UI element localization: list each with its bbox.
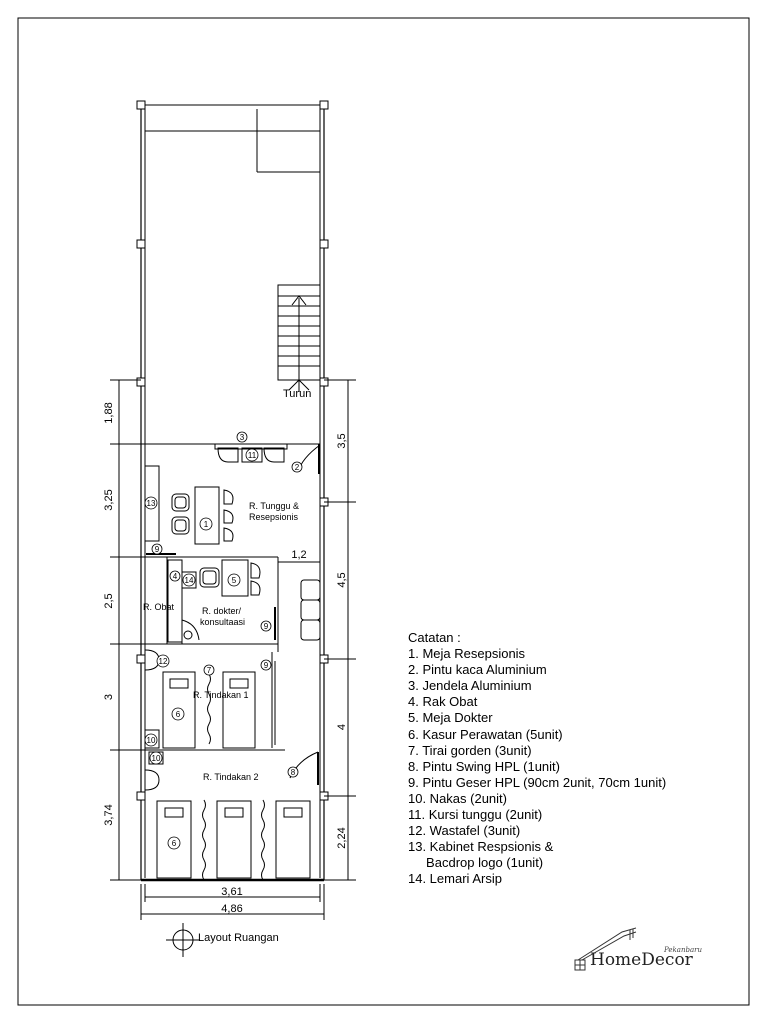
- notes-item: 10. Nakas (2unit): [408, 790, 507, 806]
- item-tag-labels: 1 2 3 4 5 6 7 8 9 9 9 10 10 11 12 13 14 …: [147, 433, 300, 848]
- notes-title: Catatan :: [408, 630, 461, 645]
- tag-10b: 10: [152, 754, 161, 763]
- logo-brand: HomeDecor: [590, 950, 693, 970]
- beds-tindakan-1: [162, 671, 256, 749]
- patient-chair-2: [250, 580, 261, 596]
- tag-1: 1: [204, 520, 209, 529]
- bottom-dimension-lines: [140, 884, 325, 920]
- notes-item: 7. Tirai gorden (3unit): [408, 742, 532, 758]
- curtain-tindakan-1: [207, 673, 211, 745]
- doctor-desk: [221, 559, 249, 597]
- drug-shelf: [167, 559, 183, 643]
- doctor-room-sink: [183, 630, 193, 640]
- layout-caption: Layout Ruangan: [198, 932, 279, 944]
- dim-left-2: 3,25: [103, 489, 115, 510]
- dim-bottom-inner: 3,61: [221, 886, 242, 898]
- notes-item: 1. Meja Resepsionis: [408, 646, 526, 662]
- room-label-dokter-1: R. dokter/: [202, 606, 242, 616]
- dim-right-1: 3,5: [336, 433, 348, 448]
- room-label-dokter-2: konsultaasi: [200, 617, 245, 627]
- dim-left-1: 1,88: [103, 402, 115, 423]
- stair-arrow-tail: [288, 379, 310, 391]
- room-label-tindakan-1: R. Tindakan 1: [193, 690, 249, 700]
- tag-12: 12: [159, 657, 168, 666]
- dim-left-5: 3,74: [103, 804, 115, 825]
- notes-item: 12. Wastafel (3unit): [408, 823, 521, 839]
- dim-inner: 1,2: [291, 549, 306, 561]
- room-label-obat: R. Obat: [143, 602, 175, 612]
- notes-item: 4. Rak Obat: [408, 694, 478, 710]
- waiting-chairs: [217, 447, 285, 463]
- client-chairs: [223, 489, 234, 542]
- notes-legend: Catatan : 1. Meja Resepsionis 2. Pintu k…: [408, 630, 666, 888]
- tag-9c: 9: [264, 661, 269, 670]
- dim-right-4: 2,24: [336, 827, 348, 848]
- left-dimension-line: [110, 379, 145, 881]
- doctor-door-swing: [181, 619, 200, 641]
- reception-chairs: [171, 493, 190, 535]
- tag-6a: 6: [176, 710, 181, 719]
- tag-9b: 9: [264, 622, 269, 631]
- tag-9a: 9: [155, 545, 160, 554]
- dim-right-3: 4: [336, 724, 348, 730]
- notes-item: 13. Kabinet Respsionis &: [408, 839, 554, 855]
- homedecor-logo: HomeDecor Pekanbaru: [570, 920, 710, 980]
- dim-bottom-outer: 4,86: [221, 903, 242, 915]
- corridor-benches: [300, 579, 321, 641]
- reception-desk: [194, 486, 220, 545]
- stair-label: Turun: [283, 388, 311, 400]
- tag-8: 8: [291, 768, 296, 777]
- dim-right-2: 4,5: [336, 572, 348, 587]
- tag-13: 13: [147, 499, 156, 508]
- notes-item: 2. Pintu kaca Aluminium: [408, 662, 547, 678]
- stair-arrow-head: [291, 295, 307, 306]
- room-labels: R. Tunggu & Resepsionis R. Obat R. dokte…: [143, 388, 311, 782]
- notes-item: 5. Meja Dokter: [408, 710, 493, 726]
- notes-item: 3. Jendela Aluminium: [408, 678, 532, 694]
- tag-4: 4: [173, 572, 178, 581]
- item-tags: [144, 431, 303, 850]
- archive-cabinet: [181, 571, 197, 589]
- tag-11: 11: [248, 451, 257, 460]
- house-icon: [574, 927, 637, 971]
- patient-chair-1: [250, 562, 261, 579]
- room-label-tindakan-2: R. Tindakan 2: [203, 772, 259, 782]
- dim-left-4: 3: [103, 694, 115, 700]
- notes-item: 8. Pintu Swing HPL (1unit): [408, 758, 560, 774]
- sheet-border: [17, 17, 750, 1006]
- beds-tindakan-2: [156, 800, 311, 879]
- tag-3: 3: [240, 433, 245, 442]
- room-label-tunggu-2: Resepsionis: [249, 512, 299, 522]
- room-label-tunggu-1: R. Tunggu &: [249, 501, 299, 511]
- notes-item: Bacdrop logo (1unit): [408, 855, 544, 871]
- tag-14: 14: [185, 576, 194, 585]
- notes-item: 14. Lemari Arsip: [408, 871, 502, 887]
- notes-item: 11. Kursi tunggu (2unit): [408, 807, 543, 823]
- tag-2: 2: [295, 463, 300, 472]
- tag-10a: 10: [147, 736, 156, 745]
- sink-tindakan-2: [144, 769, 160, 791]
- notes-item: 9. Pintu Geser HPL (90cm 2unit, 70cm 1un…: [408, 774, 667, 790]
- tag-6b: 6: [172, 839, 177, 848]
- doctor-chair: [199, 567, 220, 588]
- right-dimension-line: [324, 379, 356, 881]
- dimension-labels: 1,88 3,25 2,5 3 3,74 3,5 4,5 4 2,24 1,2 …: [103, 402, 348, 915]
- logo-sub: Pekanbaru: [664, 946, 702, 954]
- curtains-tindakan-2: [202, 799, 265, 881]
- dim-left-3: 2,5: [103, 593, 115, 608]
- tag-7: 7: [207, 666, 212, 675]
- tag-5: 5: [232, 576, 237, 585]
- notes-item: 6. Kasur Perawatan (5unit): [408, 726, 563, 742]
